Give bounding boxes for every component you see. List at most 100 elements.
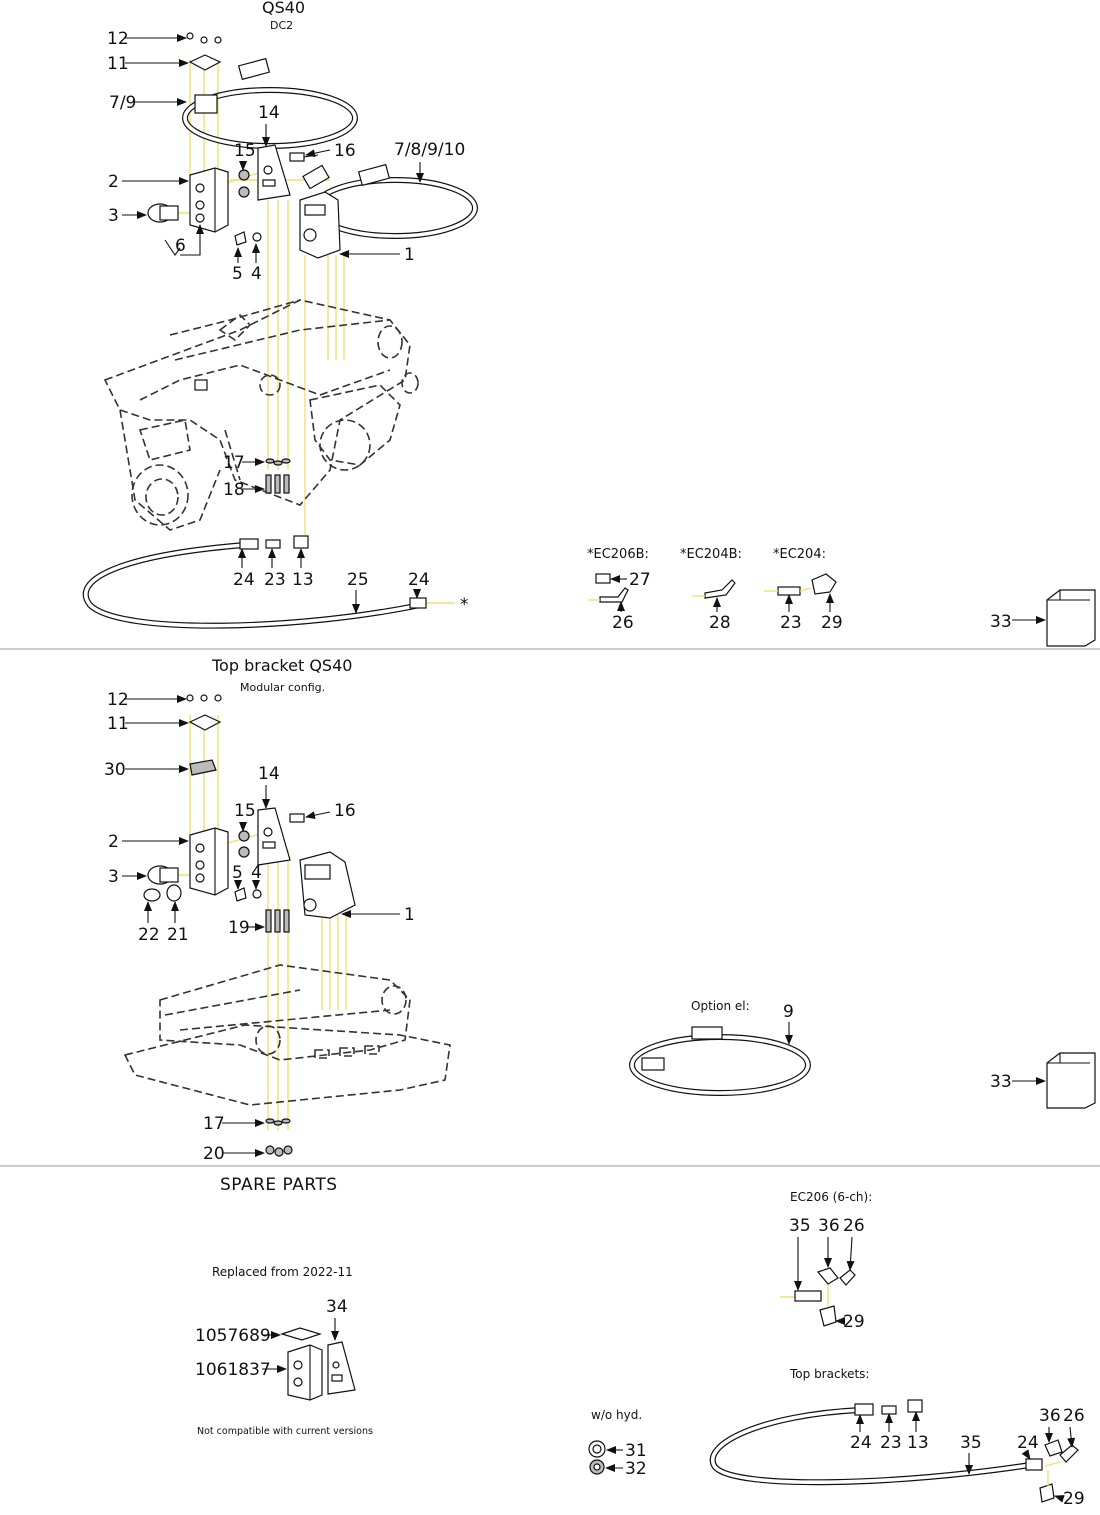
callout-2-middle: 2	[108, 832, 119, 852]
without-hyd-label: w/o hyd.	[591, 1408, 642, 1422]
callout-12: 12	[107, 29, 129, 49]
callout-24b: 24	[408, 570, 430, 590]
callout-29-variant: 29	[821, 613, 843, 633]
section-title-top-bracket: Top bracket QS40	[211, 656, 352, 675]
callout-26-ec206: 26	[843, 1216, 865, 1236]
bolts-18-top	[265, 474, 290, 494]
callout-6: 6	[175, 236, 186, 256]
callout-15: 15	[234, 141, 256, 161]
wrench-6	[164, 239, 181, 256]
callout-36: 36	[818, 1216, 840, 1236]
callout-11-middle: 11	[107, 714, 129, 734]
nuts-20	[265, 1145, 293, 1157]
cover-33-middle: 33	[990, 1052, 1096, 1109]
callout-27: 27	[629, 570, 651, 590]
block-1-middle	[299, 851, 356, 919]
coupling-3	[147, 203, 179, 223]
callout-star: *	[460, 595, 469, 615]
callout-19: 19	[228, 918, 250, 938]
without-hyd: w/o hyd. 31 32	[588, 1408, 647, 1479]
spare-parts-assembly: 34 1057689 1061837	[195, 1297, 356, 1401]
callout-23-tb: 23	[880, 1433, 902, 1453]
callout-20: 20	[203, 1144, 225, 1164]
callout-3: 3	[108, 206, 119, 226]
callout-12-middle: 12	[107, 690, 129, 710]
seals-15	[238, 169, 250, 198]
callout-7-9: 7/9	[109, 93, 136, 113]
callout-11: 11	[107, 54, 129, 74]
callout-35: 35	[789, 1216, 811, 1236]
callout-29-tb: 29	[1063, 1489, 1085, 1509]
frame-top-bracket	[123, 964, 451, 1106]
ec206-6ch-label: EC206 (6-ch):	[790, 1190, 872, 1204]
callout-25: 25	[347, 570, 369, 590]
screw-16	[289, 152, 319, 162]
section-title-spare-parts: SPARE PARTS	[220, 1175, 338, 1195]
section-subtitle-dc2: DC2	[270, 19, 293, 32]
screw-16-middle	[289, 813, 305, 823]
callout-35-tb: 35	[960, 1433, 982, 1453]
valve-block-2	[189, 167, 229, 233]
top-brackets-label: Top brackets:	[789, 1367, 869, 1381]
callouts-top: 12 11 7/9 14 15 16 7/8/9/10 2 3 6 5 4 1 …	[107, 29, 469, 615]
callout-13-tb: 13	[907, 1433, 929, 1453]
callout-5-middle: 5	[232, 863, 243, 883]
callout-31: 31	[625, 1441, 647, 1461]
callout-13: 13	[292, 570, 314, 590]
callout-17: 17	[223, 453, 245, 473]
top-brackets: Top brackets: 24 23 13 35 24 36 26 29	[709, 1367, 1085, 1509]
replaced-note: Replaced from 2022-11	[212, 1265, 353, 1279]
callout-9: 9	[783, 1002, 794, 1022]
callout-1-middle: 1	[404, 905, 415, 925]
washers-17-top	[265, 458, 291, 466]
variant-label-ec206b: *EC206B:	[587, 547, 649, 562]
variant-label-ec204b: *EC204B:	[680, 547, 742, 562]
callout-29-ec206: 29	[843, 1312, 865, 1332]
block-1	[299, 191, 341, 259]
coupling-3-middle	[147, 865, 179, 885]
valve-block-2-middle	[189, 827, 229, 896]
callout-23-variant: 23	[780, 613, 802, 633]
callout-26-tb: 26	[1063, 1406, 1085, 1426]
callout-15-middle: 15	[234, 801, 256, 821]
variant-ec204: *EC204: 23 29	[764, 547, 843, 633]
callout-36-tb: 36	[1039, 1406, 1061, 1426]
fittings-5-4-middle	[234, 887, 262, 902]
callout-1057689: 1057689	[195, 1326, 271, 1346]
frame-quick-coupler-qs40	[103, 299, 419, 531]
callout-30: 30	[104, 760, 126, 780]
callout-33-top: 33	[990, 612, 1012, 632]
fitting-22-21	[143, 884, 182, 902]
callout-16-middle: 16	[334, 801, 356, 821]
parts-12-11	[186, 32, 222, 71]
callout-24-tb: 24	[850, 1433, 872, 1453]
callout-7-8-9-10: 7/8/9/10	[394, 140, 465, 160]
callout-24: 24	[233, 570, 255, 590]
part-30	[189, 759, 217, 776]
callout-4: 4	[251, 264, 262, 284]
callout-3-middle: 3	[108, 867, 119, 887]
callout-14-middle: 14	[258, 764, 280, 784]
callout-32: 32	[625, 1459, 647, 1479]
plate-14	[257, 144, 291, 201]
callout-21: 21	[167, 925, 189, 945]
studs-19	[265, 909, 290, 933]
callout-22: 22	[138, 925, 160, 945]
variant-label-ec204: *EC204:	[773, 547, 826, 562]
variant-ec206b: *EC206B: 27 26	[587, 547, 651, 633]
callout-16: 16	[334, 141, 356, 161]
callout-23: 23	[264, 570, 286, 590]
callout-28: 28	[709, 613, 731, 633]
callout-26: 26	[612, 613, 634, 633]
callout-5: 5	[232, 264, 243, 284]
hose-25	[82, 535, 427, 629]
callout-1: 1	[404, 245, 415, 265]
callout-4-middle: 4	[251, 863, 262, 883]
option-el: Option el: 9	[629, 999, 811, 1096]
section-subtitle-modular: Modular config.	[240, 681, 325, 694]
option-el-label: Option el:	[691, 999, 750, 1013]
callouts-middle: 12 11 30 14 15 16 2 5 4 3 1 22 21 19 17 …	[104, 690, 415, 1164]
plate-14-middle	[257, 807, 291, 866]
cover-33-top: 33	[990, 589, 1096, 647]
